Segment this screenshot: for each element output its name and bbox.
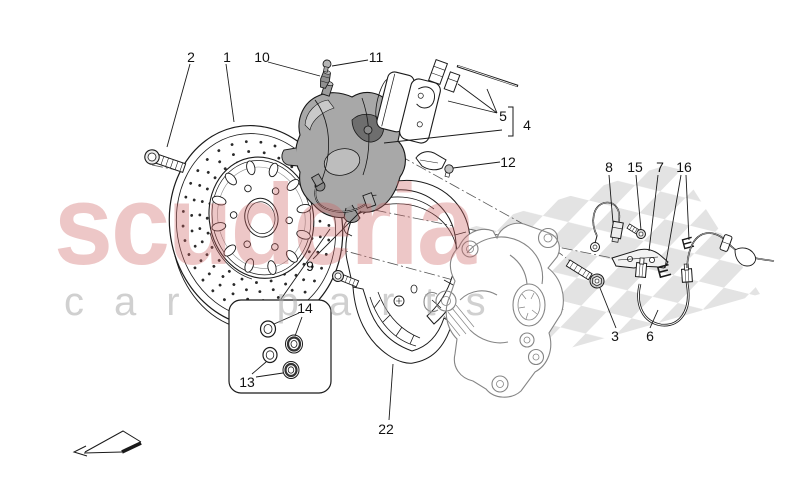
brake-pipe: [686, 232, 775, 269]
leader-lines: [166, 59, 690, 421]
pad-springs: [427, 58, 449, 86]
wheel-knuckle: [423, 222, 564, 398]
dust-seal: [282, 361, 300, 379]
pad-retainer-clip: [415, 151, 454, 178]
wear-sensor: [590, 201, 624, 252]
disc-bolt: [144, 149, 187, 173]
brake-pads: [375, 58, 519, 144]
piston-seal: [262, 346, 278, 364]
caliper-bolt: [565, 259, 605, 289]
caliper-sensor-wire: [310, 173, 377, 213]
bleed-screw-cap: [322, 59, 332, 73]
hose-clips: [656, 236, 695, 279]
dust-seal: [285, 334, 303, 354]
piston-seal: [259, 320, 277, 338]
brake-hose: [634, 257, 693, 327]
shield-screw: [332, 270, 360, 288]
direction-arrow-icon: [72, 430, 142, 457]
seal-kit-box: [228, 299, 332, 394]
disc-hat: [208, 156, 315, 280]
pad-pin: [456, 64, 519, 88]
sensor-screw: [626, 223, 646, 239]
